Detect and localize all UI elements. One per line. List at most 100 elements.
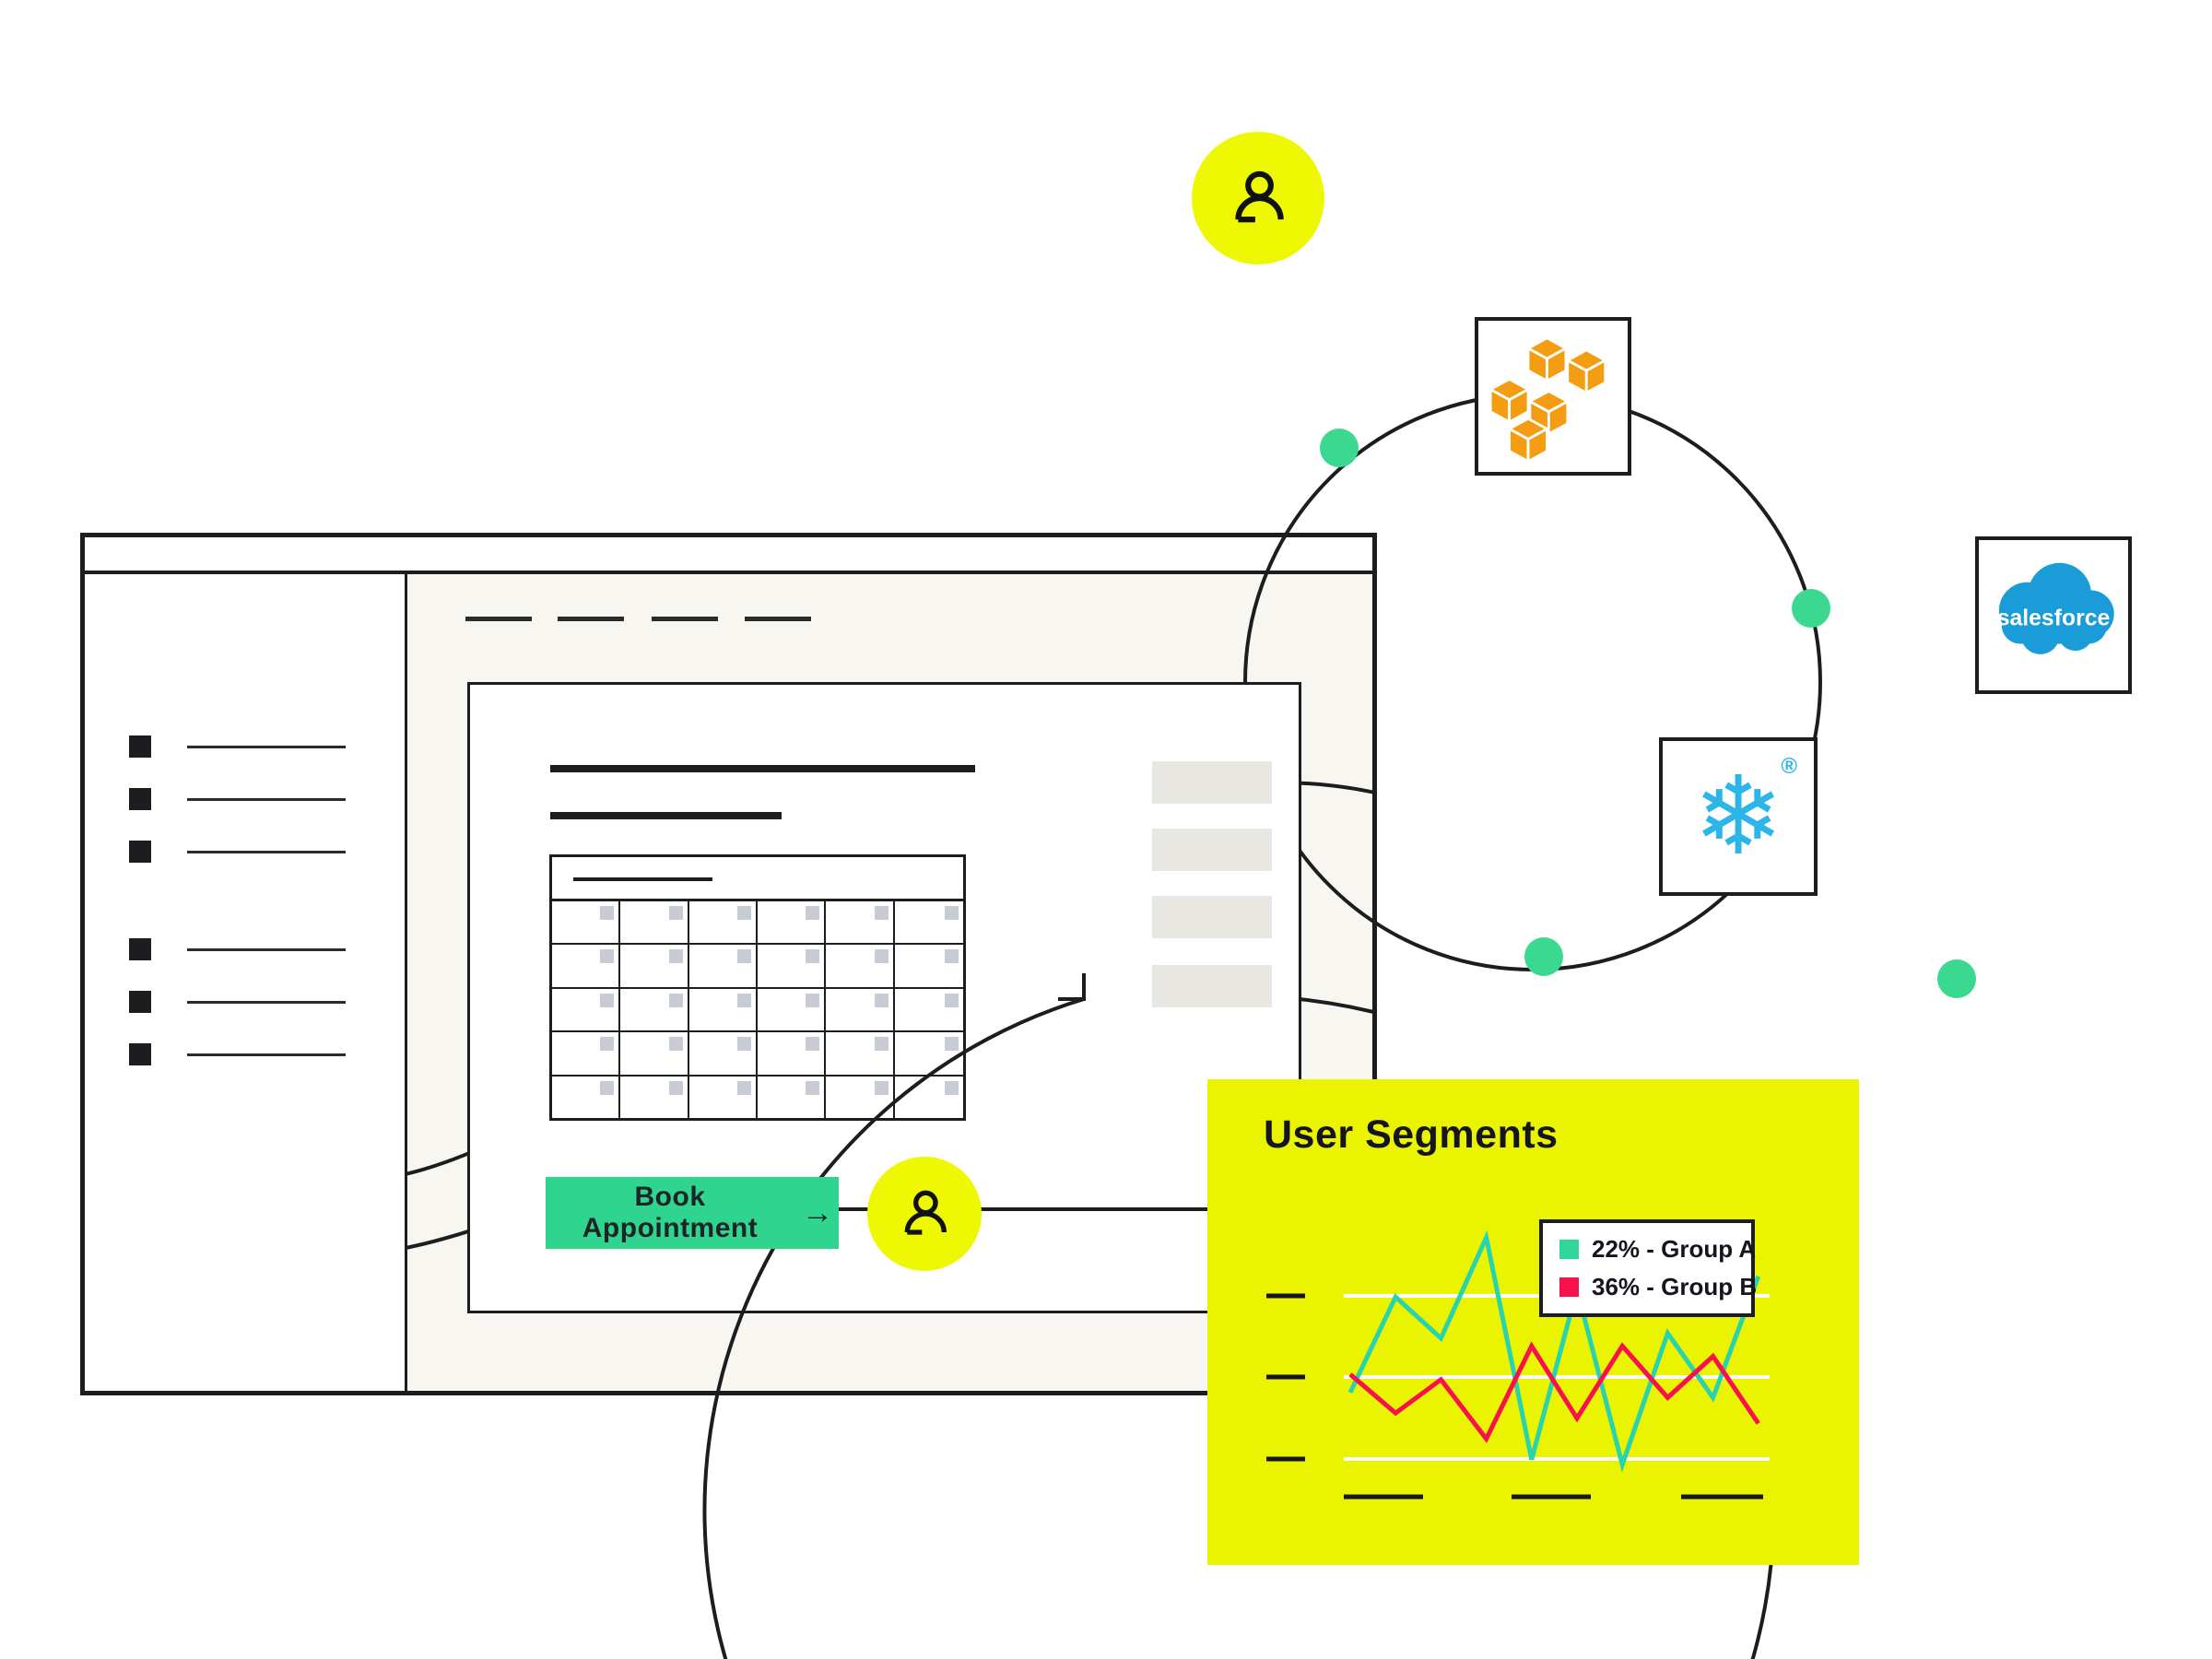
chart-legend: 22% - Group A 36% - Group B [1539,1219,1757,1317]
calendar-day-cell[interactable] [552,945,621,989]
legend-swatch [1559,1240,1579,1259]
sidebar-item-bullet[interactable] [129,841,151,863]
calendar-day-marker [737,993,751,1007]
orbit-dot [1524,937,1563,976]
calendar-day-cell[interactable] [552,1032,621,1077]
nav-link-placeholder[interactable] [558,617,624,621]
salesforce-cloud-icon: salesforce [1997,562,2114,654]
legend-row: 36% - Group B [1559,1273,1757,1301]
sidebar-item-bullet[interactable] [129,991,151,1013]
salesforce-wordmark: salesforce [1997,606,2111,630]
sidebar-item-label-line[interactable] [187,798,346,801]
calendar-day-cell[interactable] [826,901,895,946]
calendar-day-cell[interactable] [758,945,827,989]
nav-link-placeholder[interactable] [745,617,811,621]
card-subheading-line [550,812,782,819]
calendar-day-cell[interactable] [552,901,621,946]
calendar-day-cell[interactable] [826,1076,895,1118]
salesforce-integration-tile: salesforce [1975,536,2132,694]
text-placeholder-bar [1152,761,1272,804]
calendar-day-marker [874,1037,888,1052]
sidebar-item-label-line[interactable] [187,851,346,853]
text-placeholder-bar [1152,829,1272,871]
orbit-dot [1937,959,1976,998]
user-icon [904,1190,947,1235]
calendar-day-cell[interactable] [688,988,758,1033]
sidebar-item-bullet[interactable] [129,1043,151,1065]
legend-swatch [1559,1277,1579,1297]
calendar-day-marker [737,906,751,920]
calendar-day-cell[interactable] [894,901,963,946]
user-avatar-badge [867,1157,982,1271]
calendar-day-marker [737,949,751,964]
calendar-day-cell[interactable] [620,945,689,989]
calendar-day-cell[interactable] [758,988,827,1033]
calendar-day-marker [874,993,888,1007]
registered-mark: ® [1781,754,1797,779]
legend-row: 22% - Group A [1559,1235,1756,1264]
text-placeholder-bar [1152,965,1272,1007]
orbit-dot [1792,589,1830,628]
user-avatar-badge [1192,132,1324,265]
calendar-header [552,857,963,901]
calendar-day-marker [668,949,683,964]
calendar-day-marker [945,949,959,964]
calendar-day-cell[interactable] [620,988,689,1033]
sidebar-item-label-line[interactable] [187,948,346,951]
sidebar-item-bullet[interactable] [129,788,151,810]
calendar-day-marker [806,949,820,964]
series-line-group-b [1348,1341,1760,1443]
card-heading-line [550,765,975,772]
calendar-day-cell[interactable] [894,1032,963,1077]
calendar-day-cell[interactable] [758,1076,827,1118]
calendar-day-cell[interactable] [826,988,895,1033]
calendar-day-cell[interactable] [758,901,827,946]
nav-link-placeholder[interactable] [652,617,718,621]
calendar-day-marker [737,1080,751,1095]
book-appointment-button[interactable]: Book Appointment → [546,1177,839,1249]
calendar-day-marker [600,1080,615,1095]
sidebar-item-label-line[interactable] [187,746,346,748]
calendar-day-marker [806,906,820,920]
calendar-day-marker [945,1037,959,1052]
calendar-day-marker [668,993,683,1007]
aws-integration-tile [1475,317,1631,476]
calendar-day-cell[interactable] [620,1076,689,1118]
text-placeholder-bar [1152,896,1272,938]
calendar-day-cell[interactable] [620,1032,689,1077]
calendar-day-cell[interactable] [552,1076,621,1118]
calendar-day-marker [874,1080,888,1095]
calendar-day-cell[interactable] [688,1032,758,1077]
sidebar-item-label-line[interactable] [187,1053,346,1056]
calendar-day-marker [600,906,615,920]
calendar-widget [549,854,966,1121]
calendar-day-cell[interactable] [552,988,621,1033]
calendar-day-marker [874,906,888,920]
calendar-day-marker [737,1037,751,1052]
user-icon [1235,171,1284,223]
sidebar-item-bullet[interactable] [129,938,151,960]
calendar-day-marker [945,1080,959,1095]
snowflake-icon: ❄ [1692,756,1784,877]
calendar-day-cell[interactable] [620,901,689,946]
calendar-day-cell[interactable] [894,989,963,1033]
calendar-day-cell[interactable] [895,1077,963,1118]
calendar-day-cell[interactable] [688,945,758,989]
calendar-day-cell[interactable] [688,901,758,946]
calendar-day-marker [806,1037,820,1052]
calendar-day-cell[interactable] [826,1032,895,1077]
nav-link-placeholder[interactable] [465,617,532,621]
aws-cubes-icon [1488,336,1607,464]
snowflake-integration-tile: ❄ ® [1659,737,1818,896]
calendar-day-marker [668,1080,683,1095]
calendar-day-cell[interactable] [826,945,895,989]
sidebar-item-bullet[interactable] [129,735,151,758]
legend-label: 36% - Group B [1592,1273,1758,1300]
sidebar-item-label-line[interactable] [187,1001,346,1004]
calendar-day-cell[interactable] [689,1076,758,1118]
calendar-day-cell[interactable] [758,1032,827,1077]
legend-label: 22% - Group A [1592,1235,1757,1263]
calendar-grid [552,901,963,1118]
calendar-day-cell[interactable] [894,945,963,989]
